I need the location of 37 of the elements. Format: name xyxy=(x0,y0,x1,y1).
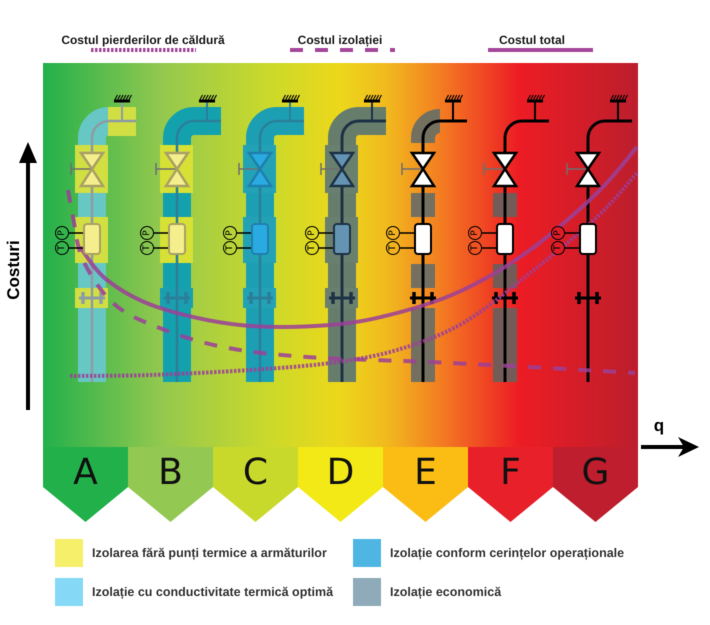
instrument-box xyxy=(579,223,597,255)
connector-line xyxy=(69,232,83,234)
legend-label: Izolație economică xyxy=(390,584,502,600)
axis-label: Costuri xyxy=(4,240,24,300)
connector-line xyxy=(400,247,414,249)
connector-line xyxy=(565,247,579,249)
connector-line xyxy=(482,247,496,249)
legend-label: Izolație conform cerințelor operaționale xyxy=(390,545,624,561)
connector-line xyxy=(319,232,333,234)
connector-line xyxy=(69,247,83,249)
connector-line xyxy=(565,232,579,234)
instrument-box xyxy=(496,223,514,255)
connector-line xyxy=(237,232,251,234)
grade-tab: A xyxy=(43,447,128,522)
axis-label: q xyxy=(654,416,664,436)
legend-label: Izolarea fără punți termice a armăturilor xyxy=(92,545,327,561)
instrument-box xyxy=(168,223,186,255)
instrument-box xyxy=(414,223,432,255)
legend-label: Costul pierderilor de căldură xyxy=(61,33,225,48)
legend-label: Costul izolației xyxy=(298,33,382,48)
instrument-box xyxy=(333,223,351,255)
legend-label: Costul total xyxy=(499,33,565,48)
instrument-box xyxy=(83,223,101,255)
connector-line xyxy=(319,247,333,249)
connector-line xyxy=(482,232,496,234)
grade-tab: E xyxy=(383,447,468,522)
instrument-box xyxy=(251,223,269,255)
legend-label: Izolație cu conductivitate termică optimă xyxy=(92,584,334,600)
grade-tab: G xyxy=(553,447,638,522)
grade-tab: B xyxy=(128,447,213,522)
grade-tab: C xyxy=(213,447,298,522)
grade-tab: F xyxy=(468,447,553,522)
connector-line xyxy=(154,232,168,234)
connector-line xyxy=(154,247,168,249)
grade-tab: D xyxy=(298,447,383,522)
connector-line xyxy=(237,247,251,249)
connector-line xyxy=(400,232,414,234)
